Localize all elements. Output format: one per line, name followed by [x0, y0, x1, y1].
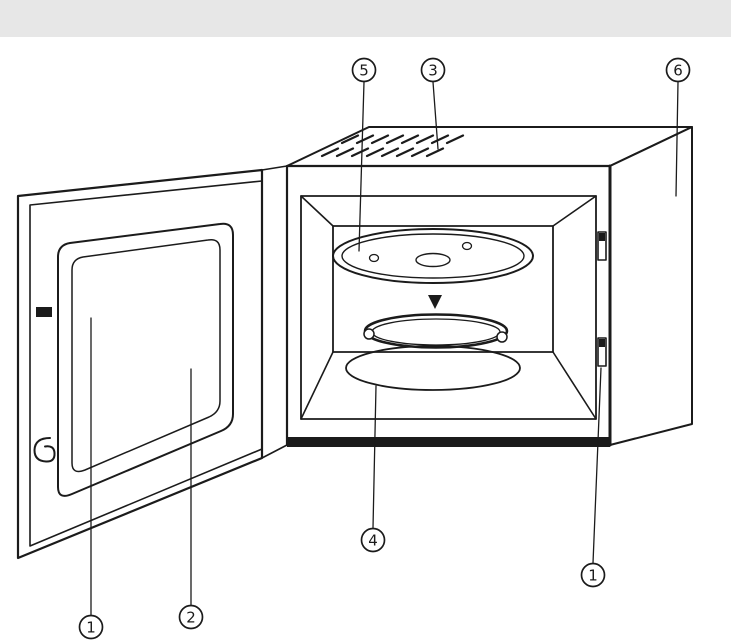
assembly-arrow-down-icon: [428, 295, 442, 309]
cavity-edge-bottom-right: [552, 351, 597, 420]
callout-3: 3: [420, 57, 446, 83]
door-window-frame: [57, 222, 234, 497]
roller-wheel-left: [363, 328, 375, 340]
door-latch-hook: [33, 437, 56, 463]
callout-4-number: 4: [368, 531, 378, 549]
tray-lug-left: [368, 253, 380, 263]
cavity-interior: [300, 195, 597, 420]
door-latch-slot: [36, 307, 52, 317]
callout-2: 2: [178, 604, 204, 630]
callout-3-number: 3: [428, 61, 438, 79]
callout-3-circle: [420, 57, 446, 83]
cavity-edge-bottom-left: [300, 351, 334, 420]
oven-door: [16, 168, 264, 560]
base-strip: [287, 437, 610, 447]
roller-wheel-right: [496, 331, 508, 343]
latch-hole-lower: [597, 337, 607, 367]
vent-slots: [320, 134, 465, 158]
cavity-edge-top-right: [552, 195, 597, 227]
callout-6-circle: [665, 57, 691, 83]
callout-4: 4: [360, 527, 386, 553]
top-gray-bar: [0, 0, 731, 37]
tray-lug-right: [461, 241, 473, 251]
callout-1-left-circle: [78, 614, 104, 640]
cavity-back-wall: [332, 225, 554, 353]
callouts: 5 3 6 4 1 2 1: [78, 57, 691, 640]
latch-hole-upper-tab: [599, 233, 605, 241]
door-thickness-edge: [29, 180, 263, 547]
latch-hole-lower-tab: [599, 339, 605, 347]
glass-turntable-tray: [332, 228, 534, 284]
door-outer-edge: [16, 168, 264, 560]
callout-1-left-number: 1: [86, 618, 96, 636]
callout-1-right-number: 1: [588, 566, 598, 584]
callout-4-circle: [360, 527, 386, 553]
callout-5-number: 5: [359, 61, 369, 79]
callout-5-leader: [358, 81, 365, 252]
tray-inner-rim: [341, 233, 525, 279]
side-panel: [609, 126, 693, 446]
latch-hole-upper: [597, 231, 607, 261]
door-latch-holes: [597, 231, 607, 367]
callout-1-right: 1: [580, 562, 606, 588]
roller-ring: [363, 313, 509, 349]
callout-5: 5: [351, 57, 377, 83]
callout-1-right-leader: [592, 367, 602, 564]
callout-6: 6: [665, 57, 691, 83]
turntable-floor-well: [345, 345, 521, 391]
callout-2-number: 2: [186, 608, 196, 626]
callout-2-circle: [178, 604, 204, 630]
microwave-body: [261, 126, 693, 459]
door-window-glass: [71, 238, 221, 473]
callout-3-leader: [432, 81, 439, 150]
callout-6-number: 6: [673, 61, 683, 79]
tray-center-hub: [415, 252, 451, 268]
callout-leaders: [90, 81, 679, 616]
cavity-edge-top-left: [300, 195, 334, 227]
callout-1-left: 1: [78, 614, 104, 640]
callout-4-leader: [372, 385, 377, 529]
door-hinges: [261, 165, 288, 459]
callout-1-right-circle: [580, 562, 606, 588]
callout-6-leader: [675, 81, 679, 197]
cavity-opening: [300, 195, 597, 420]
callout-5-circle: [351, 57, 377, 83]
